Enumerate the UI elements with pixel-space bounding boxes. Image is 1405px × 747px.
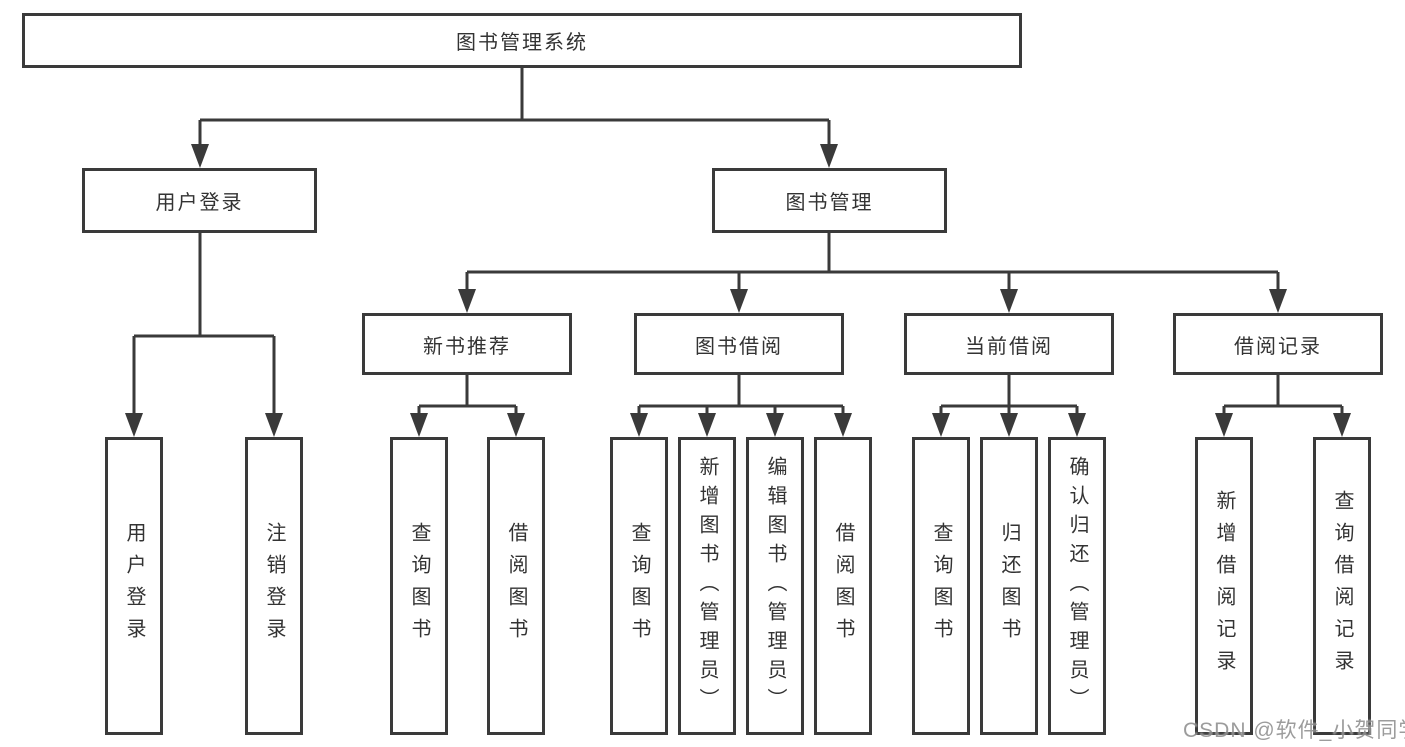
node-user-login: 用户登录	[82, 168, 317, 233]
node-book-borrowing: 图书借阅	[634, 313, 844, 375]
leaf-query-books-borrowing-label: 查询图书	[628, 522, 650, 650]
leaf-borrow-books-recommend: 借阅图书	[487, 437, 545, 735]
leaf-edit-book-admin: 编辑图书（管理员）	[746, 437, 804, 735]
node-book-borrowing-label: 图书借阅	[695, 335, 783, 358]
leaf-query-borrow-record: 查询借阅记录	[1313, 437, 1371, 735]
leaf-query-books-current-label: 查询图书	[930, 522, 952, 650]
leaf-query-books-current: 查询图书	[912, 437, 970, 735]
node-root: 图书管理系统	[22, 13, 1022, 68]
leaf-return-book-label: 归还图书	[998, 522, 1020, 650]
leaf-user-login: 用户登录	[105, 437, 163, 735]
leaf-query-books-recommend-label: 查询图书	[408, 522, 430, 650]
leaf-add-book-admin-label: 新增图书（管理员）	[696, 455, 718, 717]
leaf-add-borrow-record-label: 新增借阅记录	[1213, 490, 1235, 682]
leaf-confirm-return-admin: 确认归还（管理员）	[1048, 437, 1106, 735]
node-current-borrowing-label: 当前借阅	[965, 335, 1053, 358]
leaf-logout-label: 注销登录	[263, 522, 285, 650]
node-current-borrowing: 当前借阅	[904, 313, 1114, 375]
leaf-add-book-admin: 新增图书（管理员）	[678, 437, 736, 735]
node-book-management-label: 图书管理	[785, 192, 874, 214]
csdn-watermark: CSDN @软件_小贺同学	[1183, 719, 1405, 742]
leaf-borrow-books-borrowing: 借阅图书	[814, 437, 872, 735]
leaf-add-borrow-record: 新增借阅记录	[1195, 437, 1253, 735]
leaf-borrow-books-borrowing-label: 借阅图书	[832, 522, 854, 650]
node-user-login-label: 用户登录	[155, 192, 244, 214]
node-root-label: 图书管理系统	[456, 32, 588, 54]
node-new-book-recommend: 新书推荐	[362, 313, 572, 375]
node-book-management: 图书管理	[712, 168, 947, 233]
leaf-confirm-return-admin-label: 确认归还（管理员）	[1066, 455, 1088, 717]
leaf-edit-book-admin-label: 编辑图书（管理员）	[764, 455, 786, 717]
leaf-borrow-books-recommend-label: 借阅图书	[505, 522, 527, 650]
node-borrowing-records-label: 借阅记录	[1234, 335, 1322, 358]
leaf-query-borrow-record-label: 查询借阅记录	[1331, 490, 1353, 682]
leaf-query-books-borrowing: 查询图书	[610, 437, 668, 735]
node-borrowing-records: 借阅记录	[1173, 313, 1383, 375]
leaf-query-books-recommend: 查询图书	[390, 437, 448, 735]
node-new-book-recommend-label: 新书推荐	[423, 335, 511, 358]
leaf-return-book: 归还图书	[980, 437, 1038, 735]
leaf-logout: 注销登录	[245, 437, 303, 735]
leaf-user-login-label: 用户登录	[123, 522, 145, 650]
